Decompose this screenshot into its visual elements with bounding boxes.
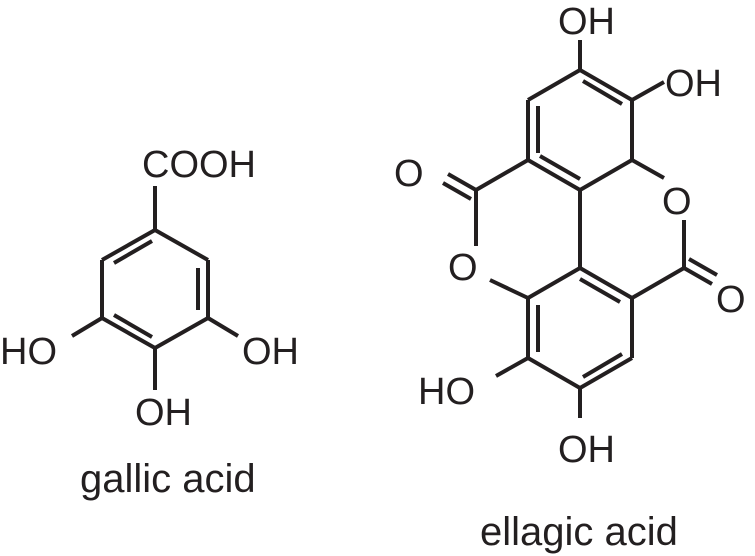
ellagic-carbonyl-o-left-label: O xyxy=(394,153,424,195)
ellagic-ho-bottomleft-label: HO xyxy=(418,371,475,413)
gallic-substituent-bonds xyxy=(70,186,240,390)
ellagic-carbonyl-o-right-label: O xyxy=(716,279,746,321)
ellagic-oh-top-label: OH xyxy=(558,1,615,43)
ellagic-top-ring-bonds xyxy=(526,68,634,192)
gallic-acid-structure: COOH HO OH OH gallic acid xyxy=(0,144,299,501)
gallic-oh-right-label: OH xyxy=(242,331,299,373)
ellagic-hydroxyl-bonds xyxy=(495,40,665,418)
ellagic-acid-name: ellagic acid xyxy=(480,510,678,554)
ellagic-acid-structure: OH OH O O O O HO OH ellagic acid xyxy=(394,1,746,554)
ellagic-ring-o-right-label: O xyxy=(662,181,692,223)
ellagic-oh-bottom-label: OH xyxy=(558,429,615,471)
ellagic-oh-topright-label: OH xyxy=(665,63,722,105)
gallic-ring-bonds xyxy=(100,228,210,350)
gallic-oh-bottom-label: OH xyxy=(135,392,192,434)
gallic-ho-left-label: HO xyxy=(0,331,57,373)
gallic-acid-name: gallic acid xyxy=(80,457,256,501)
ellagic-bottom-ring-bonds xyxy=(526,266,634,390)
ellagic-lactone-bonds xyxy=(442,158,718,300)
ellagic-ring-o-left-label: O xyxy=(448,247,478,289)
gallic-cooh-label: COOH xyxy=(142,144,256,186)
